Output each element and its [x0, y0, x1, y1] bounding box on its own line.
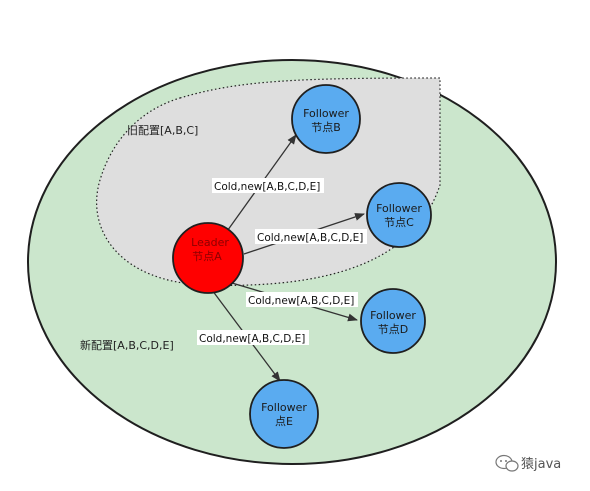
node-d-circle: [360, 288, 426, 354]
node-c-name: 节点C: [384, 216, 414, 229]
watermark: 猿java: [495, 454, 561, 472]
node-b-circle: [291, 84, 361, 154]
node-a-role: Leader: [191, 236, 229, 249]
old-config-label: 旧配置[A,B,C]: [127, 124, 198, 137]
node-b-name: 节点B: [311, 121, 341, 134]
edge-label-a-e: Cold,new[A,B,C,D,E]: [199, 333, 305, 345]
node-a-name: 节点A: [192, 250, 222, 263]
new-config-label: 新配置[A,B,C,D,E]: [80, 338, 174, 352]
edge-label-a-d: Cold,new[A,B,C,D,E]: [248, 295, 354, 307]
node-d-name: 节点D: [378, 323, 408, 336]
node-e-circle: [249, 379, 319, 449]
node-a-circle: [172, 222, 244, 294]
wechat-icon: [495, 454, 519, 472]
node-c[interactable]: Follower 节点C: [366, 182, 432, 248]
node-d[interactable]: Follower 节点D: [360, 288, 426, 354]
watermark-text: 猿java: [521, 457, 561, 472]
node-b-role: Follower: [303, 107, 349, 120]
node-c-role: Follower: [376, 202, 422, 215]
edge-label-ac-bg: [255, 229, 367, 244]
node-c-circle: [366, 182, 432, 248]
node-d-role: Follower: [370, 309, 416, 322]
edge-label-ad-bg: [246, 292, 358, 307]
node-e-role: Follower: [261, 401, 307, 414]
edge-label-a-c: Cold,new[A,B,C,D,E]: [257, 232, 363, 244]
edge-label-a-b: Cold,new[A,B,C,D,E]: [214, 181, 320, 193]
edge-label-ab-bg: [212, 178, 324, 193]
node-a[interactable]: Leader 节点A: [172, 222, 244, 294]
edge-label-ae-bg: [197, 330, 309, 345]
node-e-name: 点E: [275, 415, 293, 428]
node-b[interactable]: Follower 节点B: [291, 84, 361, 154]
node-e[interactable]: Follower 点E: [249, 379, 319, 449]
